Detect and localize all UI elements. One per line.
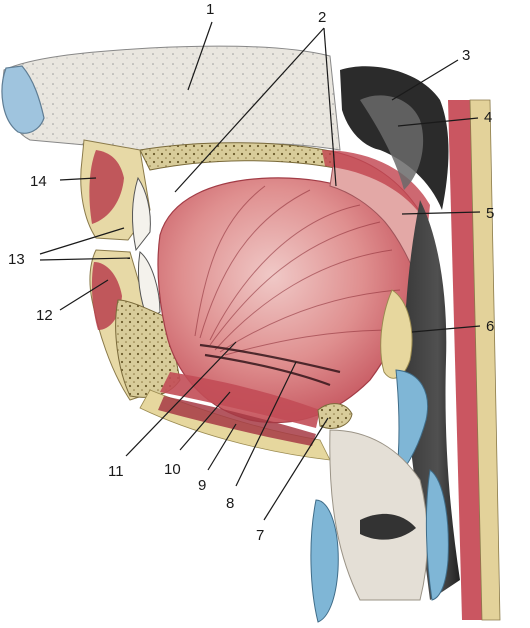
leader-3: [391, 59, 459, 101]
thyroid-cartilage: [310, 499, 339, 623]
leader-2b: [323, 27, 337, 187]
tongue-fibers: [194, 185, 401, 356]
label-4: 4: [484, 109, 492, 126]
nose-ala: [1, 65, 45, 134]
label-1: 1: [206, 1, 214, 18]
genioglossus-bands: [199, 343, 341, 387]
leader-11: [125, 341, 237, 457]
leader-5: [401, 211, 481, 215]
leader-6: [411, 325, 481, 333]
leader-13b: [39, 257, 131, 261]
leader-7: [263, 417, 329, 521]
leader-lines: [39, 21, 481, 521]
lower-lip-muscle: [91, 262, 122, 330]
palatine-arch-band: [322, 150, 430, 225]
leader-14: [59, 177, 97, 181]
label-3: 3: [462, 47, 470, 64]
leader-2a: [174, 27, 325, 193]
geniohyoid: [160, 372, 320, 428]
label-10: 10: [164, 461, 181, 478]
label-11: 11: [108, 463, 124, 480]
leader-4: [397, 117, 479, 127]
palatine-tonsil: [380, 289, 413, 379]
number-labels: 1 2 3 4 5 6 7 8 9 10 11 12 13 14: [8, 1, 494, 544]
label-7: 7: [256, 527, 264, 544]
leader-8: [235, 361, 297, 487]
pharyngeal-tube-opening: [360, 95, 424, 190]
hyoid-bone: [317, 403, 353, 429]
leader-9: [207, 423, 237, 471]
upper-incisor: [132, 176, 151, 252]
label-9: 9: [198, 477, 206, 494]
posterior-pharyngeal-wall: [448, 100, 482, 620]
leader-10: [179, 391, 231, 451]
label-2: 2: [318, 9, 326, 26]
label-13: 13: [8, 251, 25, 268]
label-6: 6: [486, 318, 494, 335]
label-8: 8: [226, 495, 234, 512]
cricoid-cartilage: [425, 469, 449, 601]
label-5: 5: [486, 205, 494, 222]
leader-13a: [39, 227, 125, 255]
upper-lip-muscle: [89, 150, 124, 224]
label-14: 14: [30, 173, 47, 190]
vertebral-column-band: [469, 99, 501, 621]
leader-12: [59, 279, 109, 311]
leader-1: [187, 21, 213, 91]
mylohyoid: [158, 396, 316, 446]
nasal-cavity-region: [2, 45, 341, 151]
vocal-fold: [360, 513, 416, 540]
label-12: 12: [36, 307, 53, 324]
hard-palate: [139, 142, 336, 171]
